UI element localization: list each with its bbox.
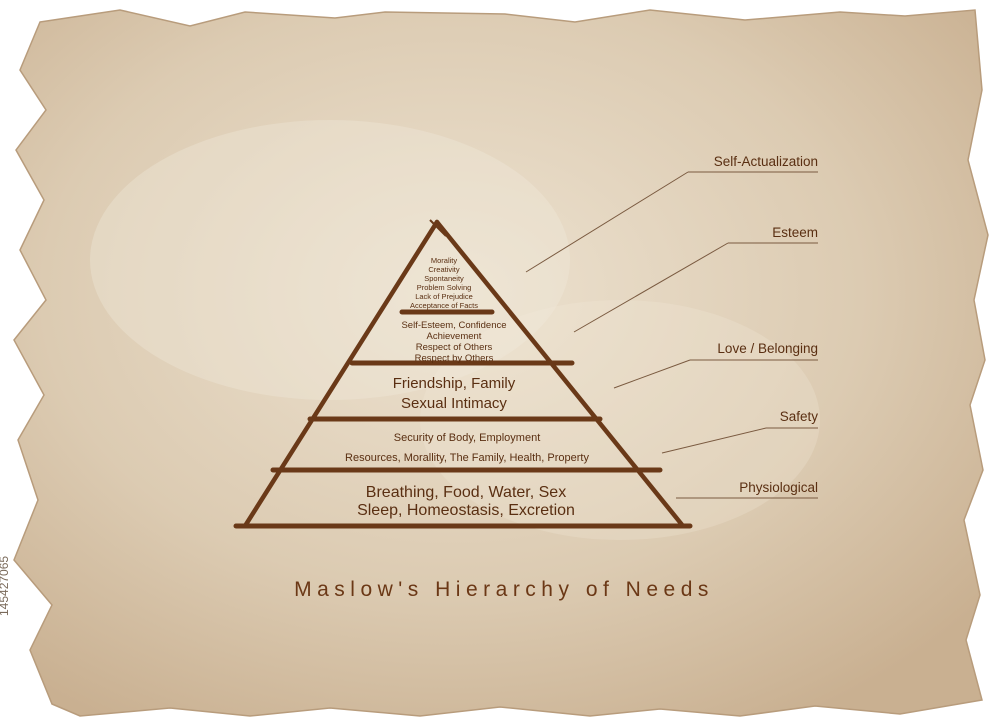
level-text: Sexual Intimacy bbox=[401, 395, 507, 412]
level-text: Respect by Others bbox=[415, 353, 494, 364]
level-text: Self-Esteem, Confidence bbox=[401, 320, 506, 331]
level-text: Respect of Others bbox=[416, 342, 493, 353]
level-text: Achievement bbox=[427, 331, 482, 342]
level-safety: Security of Body, Employment Resources, … bbox=[345, 432, 589, 464]
callout-leader-line bbox=[573, 242, 729, 333]
level-text: Problem Solving bbox=[417, 283, 472, 292]
level-text: Friendship, Family bbox=[393, 375, 516, 392]
level-text: Acceptance of Facts bbox=[410, 301, 478, 310]
level-text: Breathing, Food, Water, Sex bbox=[366, 484, 566, 501]
level-esteem: Self-Esteem, Confidence Achievement Resp… bbox=[401, 320, 506, 364]
level-text: Spontaneity bbox=[424, 274, 464, 283]
diagram-title: Maslow's Hierarchy of Needs bbox=[294, 578, 714, 601]
callout-leader-line bbox=[613, 359, 691, 389]
callout-esteem: Esteem bbox=[573, 225, 818, 333]
level-love-belonging: Friendship, Family Sexual Intimacy bbox=[393, 375, 516, 412]
level-label: Esteem bbox=[772, 225, 818, 240]
paper-stain bbox=[90, 120, 570, 400]
pyramid-right-edge bbox=[434, 219, 686, 529]
callout-physiological: Physiological bbox=[676, 480, 818, 499]
level-text: Lack of Prejudice bbox=[415, 292, 473, 301]
level-label: Self-Actualization bbox=[714, 154, 818, 169]
pyramid-apex-mark bbox=[429, 219, 447, 237]
level-label: Physiological bbox=[739, 480, 818, 495]
callout-leader-line bbox=[525, 171, 689, 273]
callout-self-actualization: Self-Actualization bbox=[525, 154, 818, 273]
level-text: Morality bbox=[431, 256, 458, 265]
level-text: Resources, Morallity, The Family, Health… bbox=[345, 452, 589, 464]
level-text: Creativity bbox=[428, 265, 460, 274]
level-text: Sleep, Homeostasis, Excretion bbox=[357, 502, 575, 519]
callout-safety: Safety bbox=[661, 409, 819, 454]
level-text: Security of Body, Employment bbox=[394, 432, 541, 444]
level-label: Love / Belonging bbox=[717, 341, 818, 356]
callout-love-belonging: Love / Belonging bbox=[613, 341, 818, 389]
image-id-text: 145427065 bbox=[0, 556, 11, 616]
pyramid-left-edge bbox=[242, 219, 440, 529]
level-physiological: Breathing, Food, Water, Sex Sleep, Homeo… bbox=[357, 484, 575, 519]
level-self-actualization: Morality Creativity Spontaneity Problem … bbox=[410, 256, 478, 310]
level-label: Safety bbox=[780, 409, 819, 424]
callout-leader-line bbox=[661, 427, 767, 454]
